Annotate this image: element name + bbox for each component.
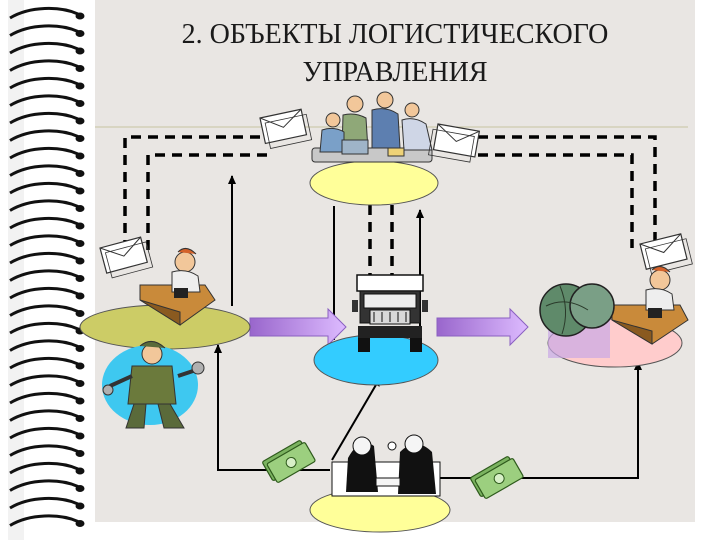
spiral-ring — [9, 24, 79, 37]
ellipse-management — [309, 160, 439, 206]
spiral-hole — [75, 82, 85, 90]
spiral-ring — [9, 111, 79, 125]
spiral-hole — [75, 502, 85, 510]
material-flow-arrows — [249, 307, 529, 347]
spiral-hole — [75, 397, 85, 405]
spiral-hole — [75, 12, 85, 20]
dispatcher-on-phone-clipart — [611, 266, 689, 345]
spiral-hole — [75, 187, 85, 195]
arrow-bottom-to-truck — [331, 377, 381, 461]
dashed-left-inner — [146, 153, 270, 250]
spiral-hole — [75, 100, 85, 107]
spiral-ring — [9, 269, 79, 282]
spiral-ring — [9, 479, 79, 492]
spiral-ring — [9, 181, 79, 195]
spiral-ring — [9, 391, 79, 405]
dispatcher-on-phone-clipart — [139, 248, 216, 326]
spiral-hole — [75, 275, 85, 282]
envelope-icon — [639, 233, 693, 275]
spiral-ring — [9, 164, 79, 177]
spiral-hole — [75, 135, 85, 142]
globe-clipart — [539, 283, 615, 358]
spiral-ring — [9, 6, 79, 20]
spiral-ring — [9, 76, 79, 90]
spiral-hole — [75, 65, 85, 72]
spiral-ring — [9, 41, 79, 55]
spiral-ring — [9, 374, 79, 387]
spiral-hole — [75, 485, 85, 492]
spiral-ring — [9, 339, 79, 352]
spiral-ring — [9, 199, 79, 212]
dashed-right-outer — [478, 135, 657, 248]
dashed-right-inner — [478, 153, 634, 248]
spiral-ring — [9, 321, 79, 335]
spiral-hole — [75, 432, 85, 440]
envelope-icon — [428, 123, 481, 163]
dashed-left-outer — [123, 135, 270, 250]
spiral-hole — [75, 30, 85, 37]
spiral-hole — [75, 450, 85, 457]
worker-with-wrenches-clipart — [102, 341, 205, 429]
spiral-hole — [75, 117, 85, 125]
title-line-1: 2. ОБЪЕКТЫ ЛОГИСТИЧЕСКОГО — [181, 19, 609, 50]
spiral-hole — [75, 257, 85, 265]
arrow-bottom-to-right — [438, 361, 642, 479]
spiral-ring — [9, 146, 79, 160]
spiral-ring — [9, 356, 79, 370]
spiral-ring — [9, 304, 79, 317]
flow-arrow-1 — [249, 307, 347, 347]
spiral-ring — [9, 216, 79, 230]
spiral-hole — [75, 170, 85, 177]
spiral-hole — [75, 415, 85, 422]
envelope-icon — [99, 236, 154, 279]
spiral-ring — [9, 444, 79, 457]
spiral-hole — [75, 467, 85, 475]
title-line-2: УПРАВЛЕНИЯ — [302, 57, 488, 88]
spiral-hole — [75, 240, 85, 247]
spiral-hole — [75, 310, 85, 317]
spiral-ring — [9, 496, 79, 510]
spiral-ring — [9, 461, 79, 475]
slide-title: 2. ОБЪЕКТЫ ЛОГИСТИЧЕСКОГО УПРАВЛЕНИЯ — [95, 16, 695, 92]
managers-meeting-clipart — [311, 91, 433, 163]
spiral-hole — [75, 292, 85, 300]
spiral-ring — [9, 409, 79, 422]
cargo-truck-clipart — [352, 274, 428, 352]
notebook-spiral — [0, 0, 95, 540]
spiral-hole — [75, 520, 85, 527]
spiral-ring — [9, 234, 79, 247]
spiral-ring — [9, 59, 79, 72]
spiral-ring — [9, 514, 79, 527]
spiral-hole — [75, 362, 85, 370]
arrow-bottom-to-left — [214, 344, 330, 471]
money-bundle-icon — [470, 456, 524, 499]
flow-arrow-2 — [436, 307, 529, 347]
spiral-hole — [75, 345, 85, 352]
dashed-connectors — [123, 135, 657, 275]
spiral-ring — [9, 286, 79, 300]
envelope-icon — [259, 108, 313, 149]
money-bundle-icon — [262, 440, 316, 483]
business-negotiation-clipart — [331, 434, 441, 497]
spiral-hole — [75, 205, 85, 212]
spiral-ring — [9, 251, 79, 265]
spiral-hole — [75, 152, 85, 160]
spiral-hole — [75, 47, 85, 55]
spiral-ring — [9, 426, 79, 440]
spiral-ring — [9, 94, 79, 107]
spiral-hole — [75, 380, 85, 387]
spiral-ring — [9, 129, 79, 142]
spiral-hole — [75, 222, 85, 230]
